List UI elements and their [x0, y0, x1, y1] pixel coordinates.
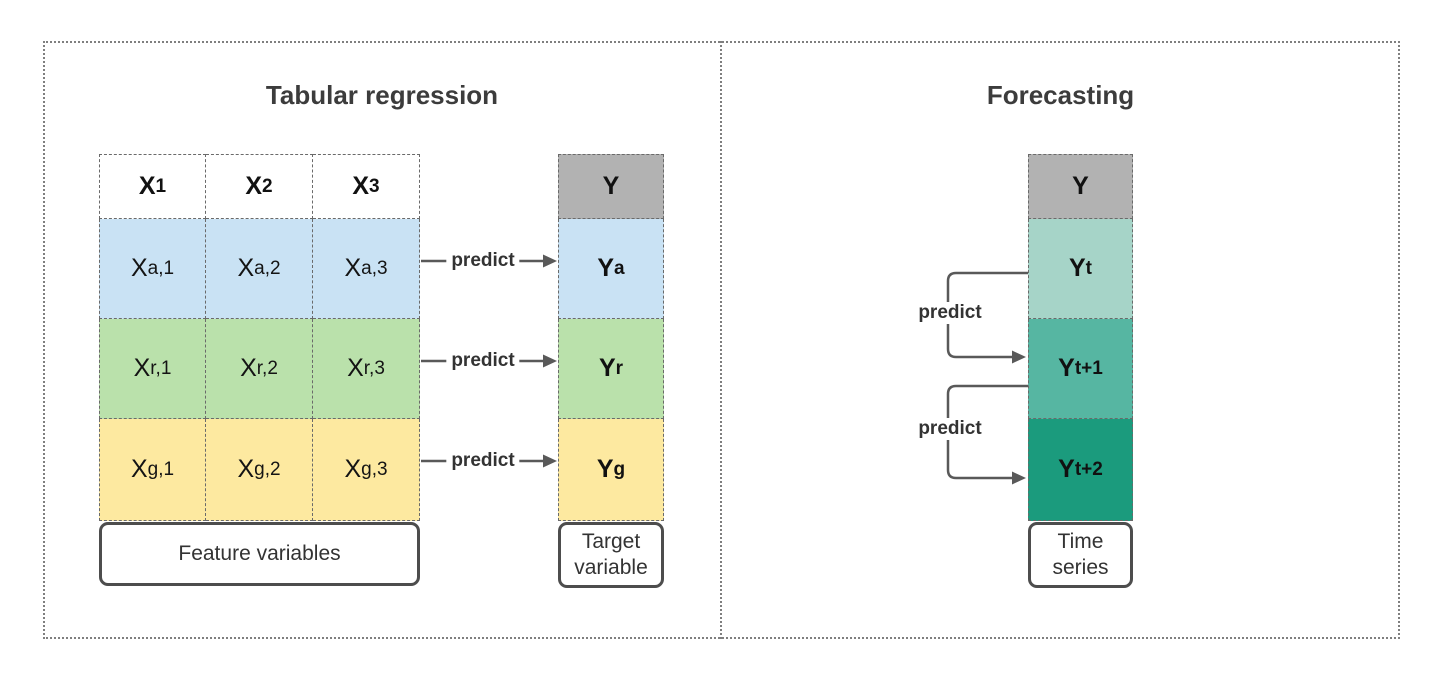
predict-arrow-label: predict [446, 350, 520, 372]
predict-arrow-label: predict [913, 418, 987, 440]
target-variable-caption: Target variable [558, 522, 664, 588]
panel-divider [720, 41, 722, 639]
predict-arrow-label: predict [913, 302, 987, 324]
feature-variables-caption: Feature variables [99, 522, 420, 586]
left-panel-title: Tabular regression [265, 80, 499, 110]
series-header-cell: Y [1028, 154, 1133, 219]
predict-arrow-label: predict [446, 250, 520, 272]
predict-arrow-label: predict [446, 450, 520, 472]
time-series-caption: Time series [1028, 522, 1133, 588]
target-header-cell: Y [558, 154, 664, 219]
right-panel-title: Forecasting [986, 80, 1135, 110]
